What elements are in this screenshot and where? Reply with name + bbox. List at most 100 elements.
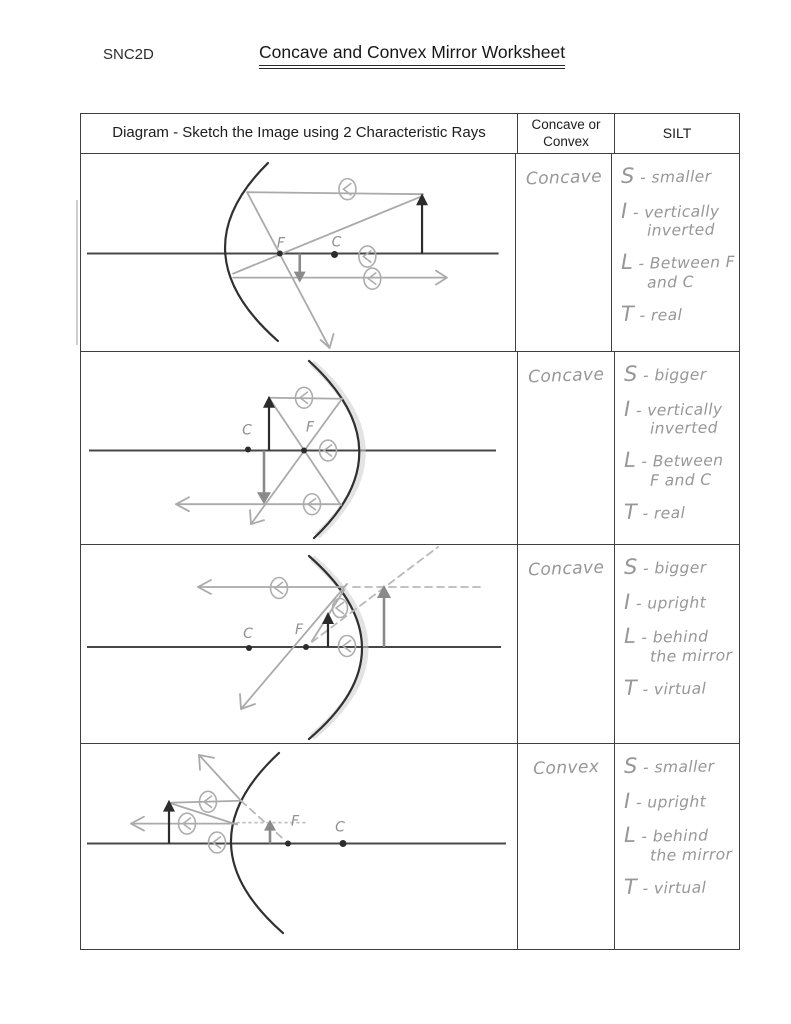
silt-line: inverted xyxy=(646,220,715,240)
silt-line: T - real xyxy=(620,302,683,327)
header-mirror-type: Concave or Convex xyxy=(518,114,615,153)
ray-diagram-concave-object-inside-f: C F xyxy=(87,546,501,741)
virtual-extension-diagonal xyxy=(311,546,439,643)
arrowhead xyxy=(198,754,215,771)
focal-point xyxy=(276,250,283,257)
silt-cell: S - smaller I - upright L - behind the m… xyxy=(615,744,739,949)
centre-point xyxy=(331,250,339,259)
silt-line: I - upright xyxy=(623,788,707,813)
silt-line: L - Between xyxy=(623,448,724,473)
worksheet-table: Diagram - Sketch the Image using 2 Chara… xyxy=(80,113,740,950)
object-arrowhead xyxy=(163,799,175,812)
centre-point xyxy=(246,645,252,651)
mirror-curve xyxy=(224,161,279,343)
ray-direction-marker xyxy=(207,831,227,854)
table-row: F C Concave S - smaller xyxy=(81,154,739,352)
mirror-pencil-shading xyxy=(309,555,369,740)
c-label: C xyxy=(242,423,252,439)
silt-cell: S - bigger I - upright L - behind the mi… xyxy=(615,545,739,743)
silt-line: F and C xyxy=(649,470,712,490)
arrowhead xyxy=(319,333,335,349)
silt-line: I - vertically xyxy=(623,396,723,421)
arrowhead xyxy=(175,496,190,513)
silt-cell: S - smaller I - vertically inverted L - … xyxy=(612,154,739,351)
silt-cell: S - bigger I - vertically inverted L - B… xyxy=(615,352,739,544)
header-silt: SILT xyxy=(662,124,692,141)
diagram-cell: F C xyxy=(81,744,518,949)
course-code: SNC2D xyxy=(103,46,154,63)
ray-direction-marker xyxy=(358,245,377,268)
incident-ray-toward-f xyxy=(168,801,238,826)
ray-direction-marker xyxy=(294,386,314,410)
mirror-type-cell: Convex xyxy=(518,744,615,949)
diagram-cell: F C xyxy=(81,154,516,351)
silt-line: I - upright xyxy=(623,589,707,614)
mirror-pencil-shading xyxy=(309,360,366,539)
incident-ray-through-f xyxy=(232,195,423,275)
incident-parallel-ray xyxy=(246,191,424,196)
image-arrowhead xyxy=(257,492,271,505)
mirror-curve xyxy=(229,751,285,935)
virtual-extension-to-f xyxy=(240,799,286,842)
image-arrowhead xyxy=(293,271,306,283)
silt-line: L - behind xyxy=(623,623,709,648)
image-arrowhead xyxy=(264,819,276,831)
centre-point xyxy=(245,446,251,453)
silt-line: L - behind xyxy=(623,822,709,847)
object-arrowhead xyxy=(263,395,275,408)
focal-point xyxy=(303,644,309,650)
ray-direction-marker xyxy=(302,492,322,516)
reflected-ray-through-f xyxy=(246,191,331,349)
header-diagram: Diagram - Sketch the Image using 2 Chara… xyxy=(81,114,518,153)
reflected-ray-through-f xyxy=(250,397,343,525)
mirror-curve xyxy=(307,359,361,540)
silt-line: S - bigger xyxy=(623,554,707,579)
pencil-stray-mark xyxy=(76,200,78,345)
ray-direction-marker xyxy=(177,812,197,835)
f-label: F xyxy=(291,814,300,830)
ray-diagram-concave-object-beyond-c: F C xyxy=(86,161,499,349)
silt-line: I - vertically xyxy=(620,198,720,223)
ray-direction-marker xyxy=(338,177,357,201)
centre-point xyxy=(339,840,347,847)
table-row: C F Concave S - bigger I xyxy=(81,352,739,545)
mirror-type-cell: Concave xyxy=(516,154,612,351)
f-label: F xyxy=(306,420,315,436)
ray-direction-marker xyxy=(337,634,357,658)
image-arrowhead xyxy=(377,585,391,598)
silt-line: S - smaller xyxy=(623,753,715,778)
ray-diagram-concave-object-between-c-and-f: C F xyxy=(89,359,496,540)
arrowhead xyxy=(249,509,265,525)
incident-parallel-ray xyxy=(268,396,343,400)
reflected-diverging-ray xyxy=(198,754,242,802)
ray-direction-marker xyxy=(363,267,382,290)
mirror-curve xyxy=(307,554,364,741)
ray-direction-marker xyxy=(331,597,349,619)
c-label: C xyxy=(332,234,342,250)
silt-line: L - Between F xyxy=(620,250,736,275)
silt-line: T - virtual xyxy=(623,675,707,700)
mirror-type-answer: Concave xyxy=(527,364,605,388)
page-title: Concave and Convex Mirror Worksheet xyxy=(259,42,566,69)
silt-line: and C xyxy=(646,272,695,292)
silt-line: inverted xyxy=(649,418,719,438)
silt-line: S - smaller xyxy=(620,163,712,188)
focal-point xyxy=(285,840,291,847)
focal-point xyxy=(301,447,307,454)
silt-line: T - virtual xyxy=(623,874,707,899)
table-header-row: Diagram - Sketch the Image using 2 Chara… xyxy=(81,114,739,154)
silt-line: the mirror xyxy=(649,645,733,666)
mirror-type-answer: Concave xyxy=(527,557,605,581)
c-label: C xyxy=(243,626,253,642)
object-arrowhead xyxy=(322,612,334,624)
silt-line: the mirror xyxy=(649,844,733,865)
ray-direction-marker xyxy=(198,790,218,813)
diagram-cell: C F xyxy=(81,545,518,743)
mirror-type-answer: Concave xyxy=(525,166,602,190)
table-row: F C Convex S - smaller I xyxy=(81,744,739,949)
arrowhead xyxy=(197,579,212,595)
table-row: C F Concave S - bigger I xyxy=(81,545,739,744)
silt-line: S - bigger xyxy=(623,361,707,386)
arrowhead xyxy=(239,693,256,710)
